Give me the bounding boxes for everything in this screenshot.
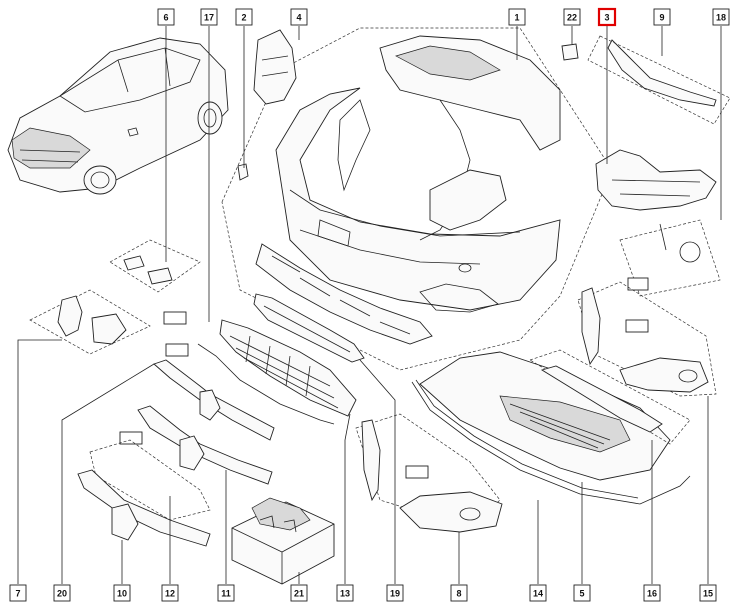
callout-box-8 — [450, 584, 468, 602]
callout-box-20 — [53, 584, 71, 602]
fog-bracket-group-7 — [29, 289, 151, 355]
headlamp-bracket-3 — [595, 149, 717, 211]
callout-box-2 — [235, 8, 253, 26]
callout-4: 4 — [290, 8, 308, 26]
callout-box-19 — [386, 584, 404, 602]
callout-number-13: 13 — [340, 589, 350, 599]
callout-8: 8 — [450, 584, 468, 602]
callout-number-20: 20 — [57, 589, 67, 599]
callout-box-4 — [290, 8, 308, 26]
fixing-kit-box-21 — [231, 497, 335, 585]
upper-grille-13 — [253, 293, 365, 363]
callout-number-6: 6 — [163, 13, 168, 23]
callout-22: 22 — [563, 8, 581, 26]
callout-number-4: 4 — [296, 13, 301, 23]
callout-12: 12 — [161, 584, 179, 602]
callout-13: 13 — [336, 584, 354, 602]
clip-22 — [561, 43, 579, 61]
callout-number-14: 14 — [533, 589, 543, 599]
callout-2: 2 — [235, 8, 253, 26]
upper-crossmember — [337, 35, 561, 241]
fog-surround-15 — [577, 281, 717, 397]
callout-box-10 — [113, 584, 131, 602]
callout-21: 21 — [290, 584, 308, 602]
callout-19: 19 — [386, 584, 404, 602]
callout-box-17 — [200, 8, 218, 26]
callout-number-10: 10 — [117, 589, 127, 599]
callout-3: 3 — [597, 7, 617, 27]
callout-number-16: 16 — [647, 589, 657, 599]
callout-number-15: 15 — [703, 589, 713, 599]
callout-17: 17 — [200, 8, 218, 26]
callout-box-1 — [508, 8, 526, 26]
callout-number-22: 22 — [567, 13, 577, 23]
callout-box-5 — [573, 584, 591, 602]
callout-6: 6 — [157, 8, 175, 26]
callout-number-12: 12 — [165, 589, 175, 599]
lower-strip-16 — [529, 349, 691, 445]
callout-5: 5 — [573, 584, 591, 602]
clip-group-6 — [109, 239, 201, 293]
callout-number-2: 2 — [241, 13, 246, 23]
under-shield-5 — [411, 351, 691, 505]
callout-box-18 — [712, 8, 730, 26]
callout-box-21 — [290, 584, 308, 602]
front-bumper-cover — [275, 87, 561, 313]
callout-box-13 — [336, 584, 354, 602]
grille-trims — [119, 343, 335, 485]
fog-lamp-group-18 — [619, 219, 721, 297]
callout-number-18: 18 — [716, 13, 726, 23]
callout-11: 11 — [217, 584, 235, 602]
trim-strip-9 — [587, 35, 731, 125]
callout-box-14 — [529, 584, 547, 602]
callout-number-8: 8 — [456, 589, 461, 599]
callout-number-17: 17 — [204, 13, 214, 23]
callout-box-6 — [157, 8, 175, 26]
callout-1: 1 — [508, 8, 526, 26]
bumper-absorber — [255, 243, 433, 345]
callout-box-16 — [643, 584, 661, 602]
callout-box-7 — [9, 584, 27, 602]
callout-number-11: 11 — [221, 589, 231, 599]
callout-18: 18 — [712, 8, 730, 26]
callout-10: 10 — [113, 584, 131, 602]
callout-14: 14 — [529, 584, 547, 602]
callout-15: 15 — [699, 584, 717, 602]
side-bracket-4 — [253, 29, 297, 105]
callout-box-3 — [597, 7, 617, 27]
callout-box-9 — [653, 8, 671, 26]
callout-number-9: 9 — [659, 13, 664, 23]
callout-box-15 — [699, 584, 717, 602]
callout-box-22 — [563, 8, 581, 26]
callout-7: 7 — [9, 584, 27, 602]
clip-2 — [237, 163, 249, 181]
callout-box-11 — [217, 584, 235, 602]
grille-frame-10 — [77, 439, 211, 547]
callout-number-1: 1 — [514, 13, 519, 23]
callout-box-12 — [161, 584, 179, 602]
callout-number-7: 7 — [15, 589, 20, 599]
callout-16: 16 — [643, 584, 661, 602]
callout-number-5: 5 — [579, 589, 584, 599]
callout-9: 9 — [653, 8, 671, 26]
side-bracket-19 — [355, 413, 503, 533]
lower-grille-17 — [163, 311, 357, 417]
callout-20: 20 — [53, 584, 71, 602]
callout-number-21: 21 — [294, 589, 304, 599]
vehicle-illustration — [7, 37, 229, 195]
callout-number-3: 3 — [604, 13, 609, 23]
leader-lines — [17, 26, 722, 584]
callout-number-19: 19 — [390, 589, 400, 599]
